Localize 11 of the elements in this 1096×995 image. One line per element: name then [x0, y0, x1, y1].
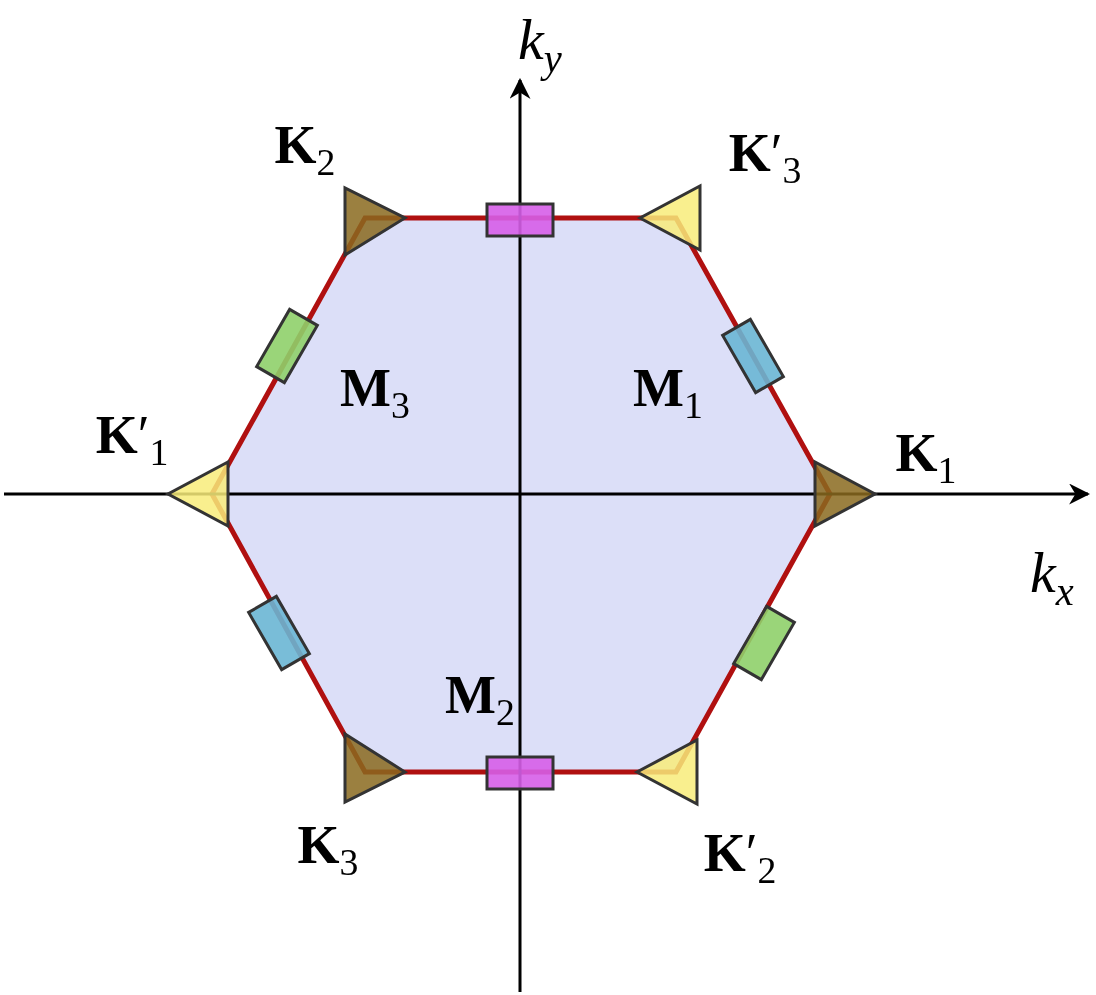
axis-label: k$_{y}$	[518, 10, 562, 80]
point-label: K′$_{3}$	[728, 126, 802, 190]
point-label: K$_{2}$	[274, 118, 336, 182]
axis-label: k$_{x}$	[1030, 543, 1074, 613]
point-label: K′$_{2}$	[703, 826, 777, 890]
point-label: K′$_{1}$	[95, 408, 169, 472]
point-label: M$_{1}$	[633, 361, 703, 425]
point-label: K$_{3}$	[297, 818, 359, 882]
point-label: K$_{1}$	[895, 426, 957, 490]
point-label: M$_{3}$	[340, 361, 410, 425]
point-label: M$_{2}$	[445, 668, 515, 732]
